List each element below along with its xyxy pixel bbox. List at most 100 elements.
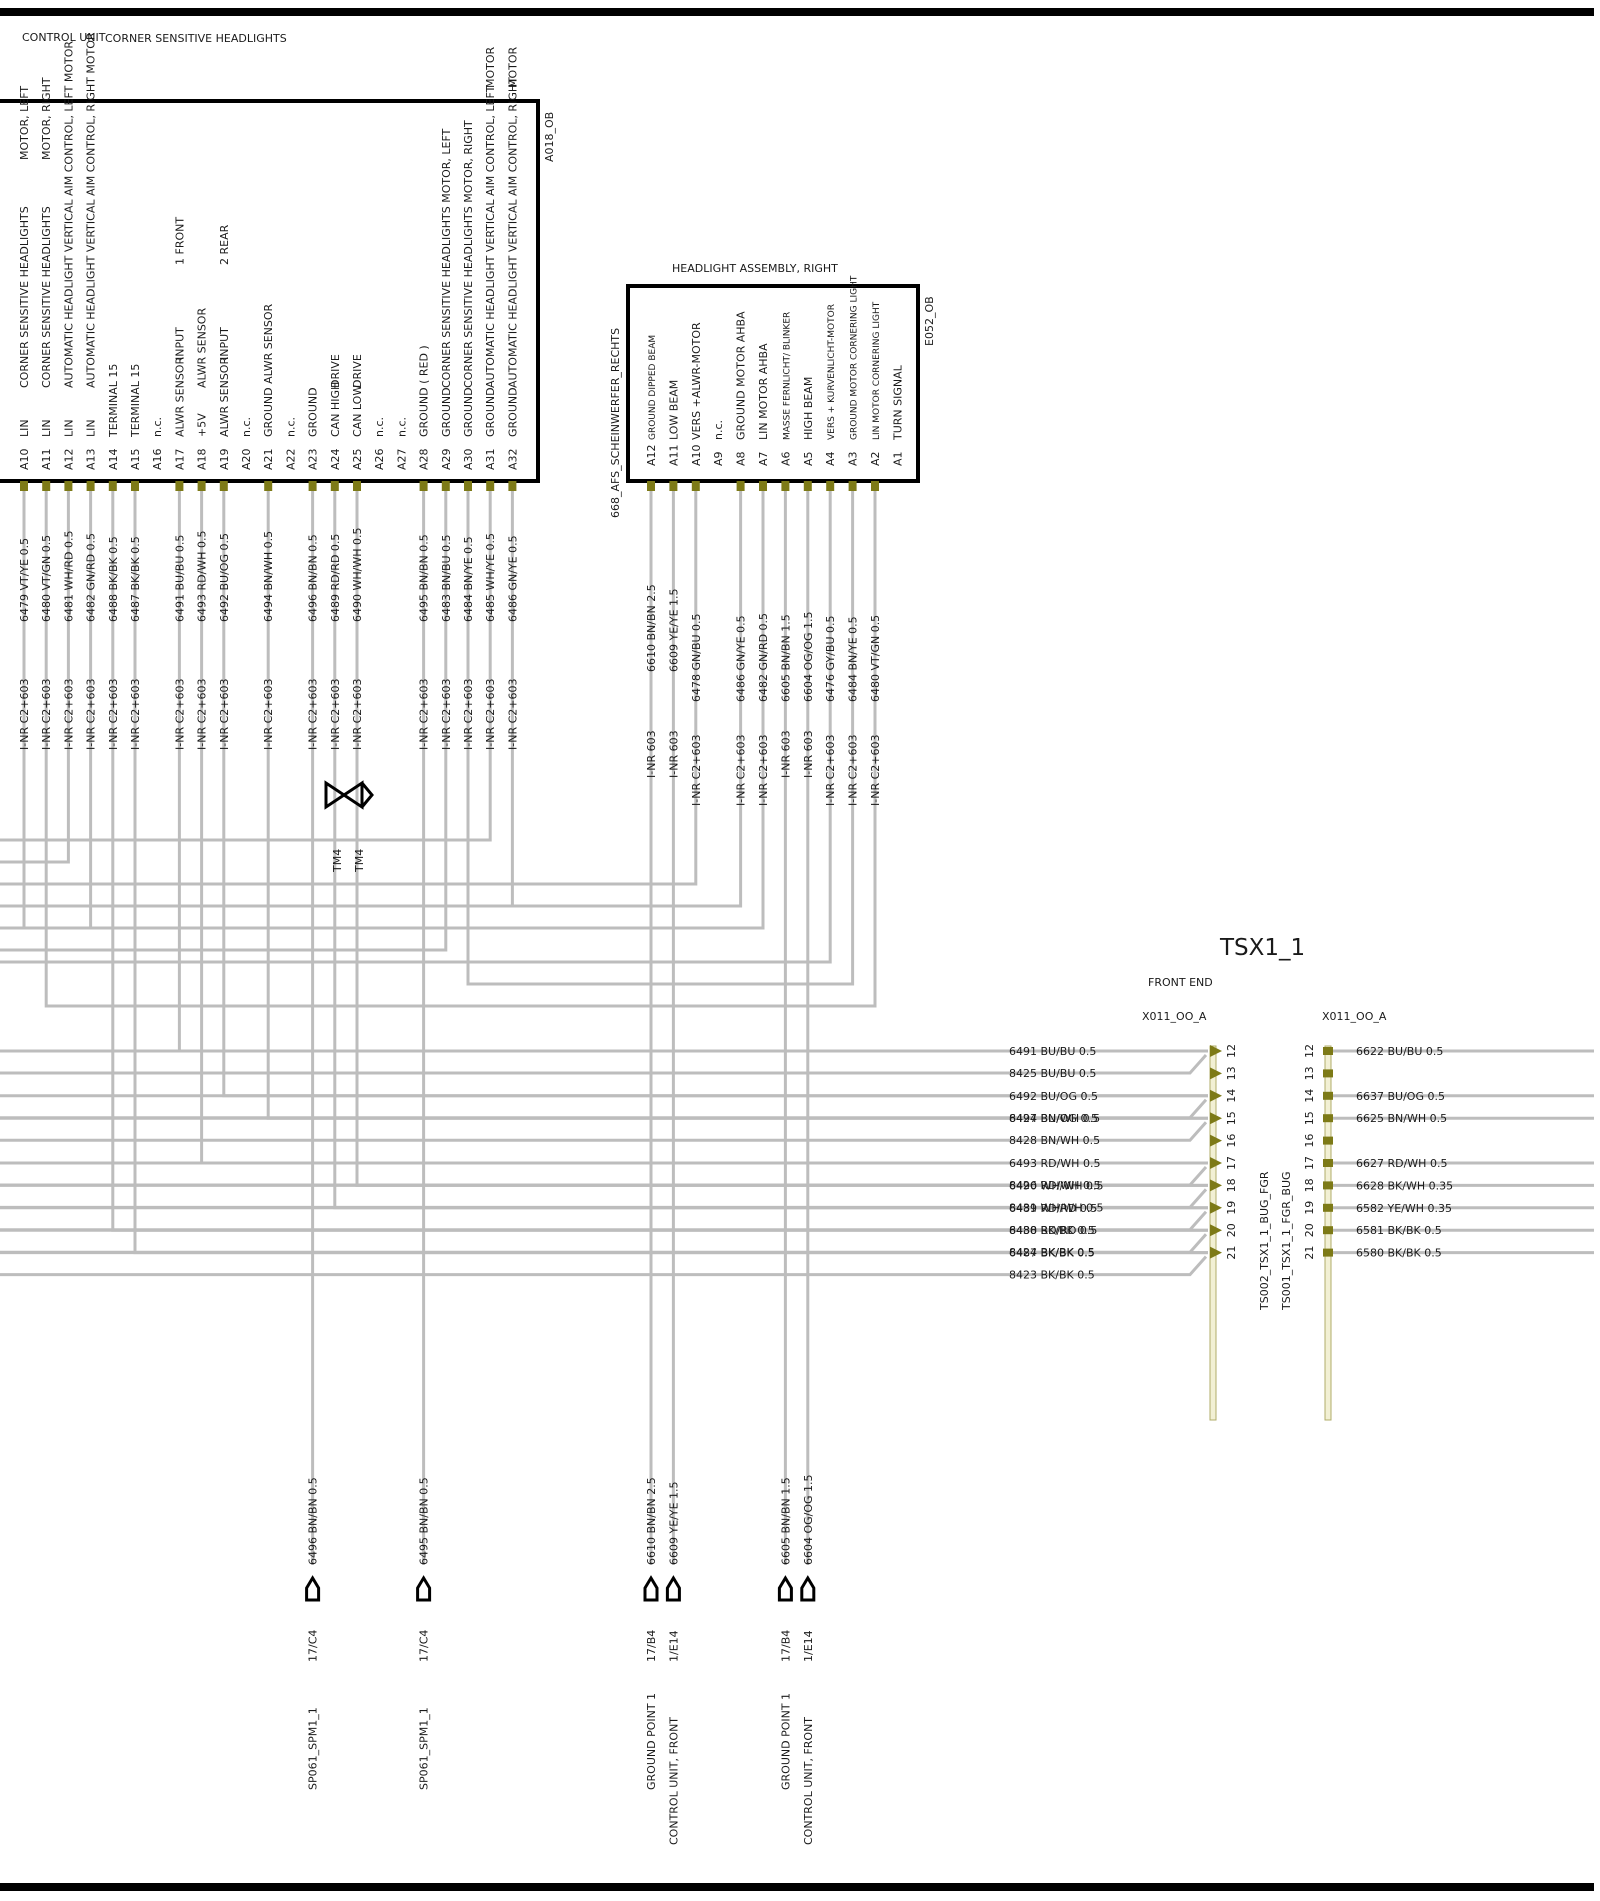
cu-harness-label: I-NR C2+603 xyxy=(107,679,120,750)
connector-right-wire-label: 6582 YE/WH 0.35 xyxy=(1356,1202,1452,1215)
hl-harness-label: I-NR 603 xyxy=(779,730,792,778)
connector-pin-number-right: 20 xyxy=(1303,1223,1316,1237)
cu-wire-label: 6494 BN/WH 0.5 xyxy=(262,531,275,622)
connector-title: TSX1_1 xyxy=(1219,935,1305,961)
cu-pin-type: GROUND ( RED ) xyxy=(418,345,431,437)
cu-pin-number: A30 xyxy=(462,448,475,470)
cu-pin-terminal xyxy=(20,481,28,491)
cu-pin-terminal xyxy=(175,481,184,491)
hl-wire-label: 6604 OG/OG 1.5 xyxy=(802,611,815,702)
connector-subtitle: FRONT END xyxy=(1148,976,1213,989)
connector-right-wire-label: 6625 BN/WH 0.5 xyxy=(1356,1112,1447,1125)
connector-pin-number-left: 14 xyxy=(1225,1089,1238,1103)
cu-wire-label: 6492 BU/OG 0.5 xyxy=(218,533,231,622)
cu-wire-label: 6486 GN/YE 0.5 xyxy=(506,535,519,622)
ground-dest-label: SP061_SPM1_1 xyxy=(418,1707,431,1790)
cu-pin-number: A24 xyxy=(329,448,342,470)
hl-pin-number: A10 xyxy=(690,444,703,466)
cu-pin-terminal xyxy=(508,481,517,491)
ground-connector-symbol xyxy=(800,1575,816,1602)
cu-pin-number: A29 xyxy=(440,448,453,470)
connector-right-wire-label: 6628 BK/WH 0.35 xyxy=(1356,1179,1453,1192)
connector-pin-number-left: 21 xyxy=(1225,1246,1238,1260)
cu-wire-label: 6487 BK/BK 0.5 xyxy=(129,536,142,622)
cu-wire-label: 6495 BN/BN 0.5 xyxy=(418,534,431,622)
hl-pin-number: A12 xyxy=(645,444,658,466)
cu-pin-type: GROUND xyxy=(440,387,453,437)
cu-harness-label: I-NR C2+603 xyxy=(129,679,142,750)
connector-pin-left-marker xyxy=(1210,1089,1222,1102)
hl-pin-terminal xyxy=(803,481,812,491)
cu-harness-label: I-NR C2+603 xyxy=(218,679,231,750)
cu-pin-number: A12 xyxy=(62,448,75,470)
connector-left-wire-label: 6492 BU/OG 0.5 xyxy=(1009,1090,1098,1103)
cu-pin-type: LIN xyxy=(62,419,75,437)
cu-wire-label: 6481 WH/RD 0.5 xyxy=(62,531,75,622)
cu-pin-number: A10 xyxy=(18,448,31,470)
cu-pin-number: A25 xyxy=(351,448,364,470)
cu-pin-number: A17 xyxy=(173,448,186,470)
connector-left-wire2-label: 8425 BU/BU 0.5 xyxy=(1009,1067,1096,1080)
cu-cross-wire xyxy=(0,491,448,952)
connector-left-wire2 xyxy=(0,1054,1208,1075)
connector-pin-number-right: 13 xyxy=(1303,1066,1316,1080)
cu-harness-label: I-NR C2+603 xyxy=(351,679,364,750)
ground-wire-label: 6604 OG/OG 1.5 xyxy=(802,1474,815,1565)
connector-pin-number-left: 17 xyxy=(1225,1156,1238,1170)
connector-right-wire-label: 6622 BU/BU 0.5 xyxy=(1356,1045,1443,1058)
connector-pin-number-right: 15 xyxy=(1303,1111,1316,1125)
hl-pin-number: A7 xyxy=(757,451,770,466)
cu-pin-function: CORNER SENSITIVE HEADLIGHTS xyxy=(40,206,53,388)
hl-wire-label: 6484 BN/YE 0.5 xyxy=(847,616,860,702)
hl-cross-wire xyxy=(0,491,832,964)
hl-pin-terminal xyxy=(669,481,678,491)
hl-pin-number: A3 xyxy=(847,451,860,466)
hl-wire-label: 6486 GN/YE 0.5 xyxy=(735,615,748,702)
connector-pin-right-marker xyxy=(1323,1047,1333,1055)
connector-pin-number-right: 14 xyxy=(1303,1089,1316,1103)
cu-pin-function: CORNER SENSITIVE HEADLIGHTS xyxy=(18,206,31,388)
connector-left-wire2-label: 8423 BK/BK 0.5 xyxy=(1009,1269,1095,1282)
connector-pin-right-marker xyxy=(1323,1114,1333,1123)
hl-pin-terminal xyxy=(826,481,835,491)
hl-wire-label: 6610 BN/BN 2.5 xyxy=(645,584,658,672)
headlight-id: E052_OB xyxy=(923,296,936,346)
cu-wire-label: 6482 GN/RD 0.5 xyxy=(85,533,98,622)
wires-layer xyxy=(0,491,1594,1565)
cu-pin-terminal xyxy=(131,481,139,491)
hl-harness-label: I-NR C2+603 xyxy=(735,735,748,806)
connector-right-name: X011_OO_A xyxy=(1322,1010,1387,1023)
cu-pin-number: A26 xyxy=(373,448,386,470)
cu-wire-label: 6483 BN/BU 0.5 xyxy=(440,534,453,622)
cu-pin-extra: MOTOR, RIGHT xyxy=(40,77,53,160)
connector-pin-left-marker xyxy=(1210,1134,1222,1147)
connector-pin-left-marker xyxy=(1210,1201,1222,1214)
connector-left-wire-label: 6490 WH/WH 0.5 xyxy=(1009,1179,1103,1192)
hl-pin-terminal xyxy=(736,481,745,491)
cu-harness-label: I-NR C2+603 xyxy=(18,679,31,750)
cu-wire-label: 6491 BU/BU 0.5 xyxy=(173,535,186,622)
control-unit-id: A018_OB xyxy=(543,112,556,162)
cu-to-connector-wire xyxy=(355,491,1208,1187)
cu-harness-label: I-NR C2+603 xyxy=(262,679,275,750)
cu-wire-label: 6488 BK/BK 0.5 xyxy=(107,536,120,622)
connector-left-wire-label: 6488 BK/BK 0.5 xyxy=(1009,1224,1095,1237)
cu-wire-label: 6479 VT/YE 0.5 xyxy=(18,538,31,622)
hl-harness-label: I-NR C2+603 xyxy=(824,735,837,806)
hl-pin-label: LIN MOTOR CORNERING LIGHT xyxy=(872,301,882,440)
control-unit-title: CONTROL UNIT xyxy=(22,31,106,44)
cu-pin-function: ALWR SENSOR xyxy=(196,308,209,388)
cu-pin-function: INPUT xyxy=(218,327,231,360)
cu-cross-wire xyxy=(0,491,492,842)
cu-pin-terminal xyxy=(330,481,339,491)
ground-connector-symbol xyxy=(665,1575,681,1602)
cu-to-connector-wire xyxy=(111,491,1208,1232)
cu-wire-label: 6480 VT/GN 0.5 xyxy=(40,535,53,622)
hl-pin-label: LOW BEAM xyxy=(667,380,680,440)
control-unit-subtitle: CORNER SENSITIVE HEADLIGHTS xyxy=(105,32,287,45)
headlight-title: HEADLIGHT ASSEMBLY, RIGHT xyxy=(672,262,838,275)
cu-to-connector-wire xyxy=(133,491,1208,1255)
cu-pin-function: DRIVE xyxy=(351,354,364,388)
cu-harness-label: I-NR C2+603 xyxy=(440,679,453,750)
connector-pin-number-left: 15 xyxy=(1225,1111,1238,1125)
